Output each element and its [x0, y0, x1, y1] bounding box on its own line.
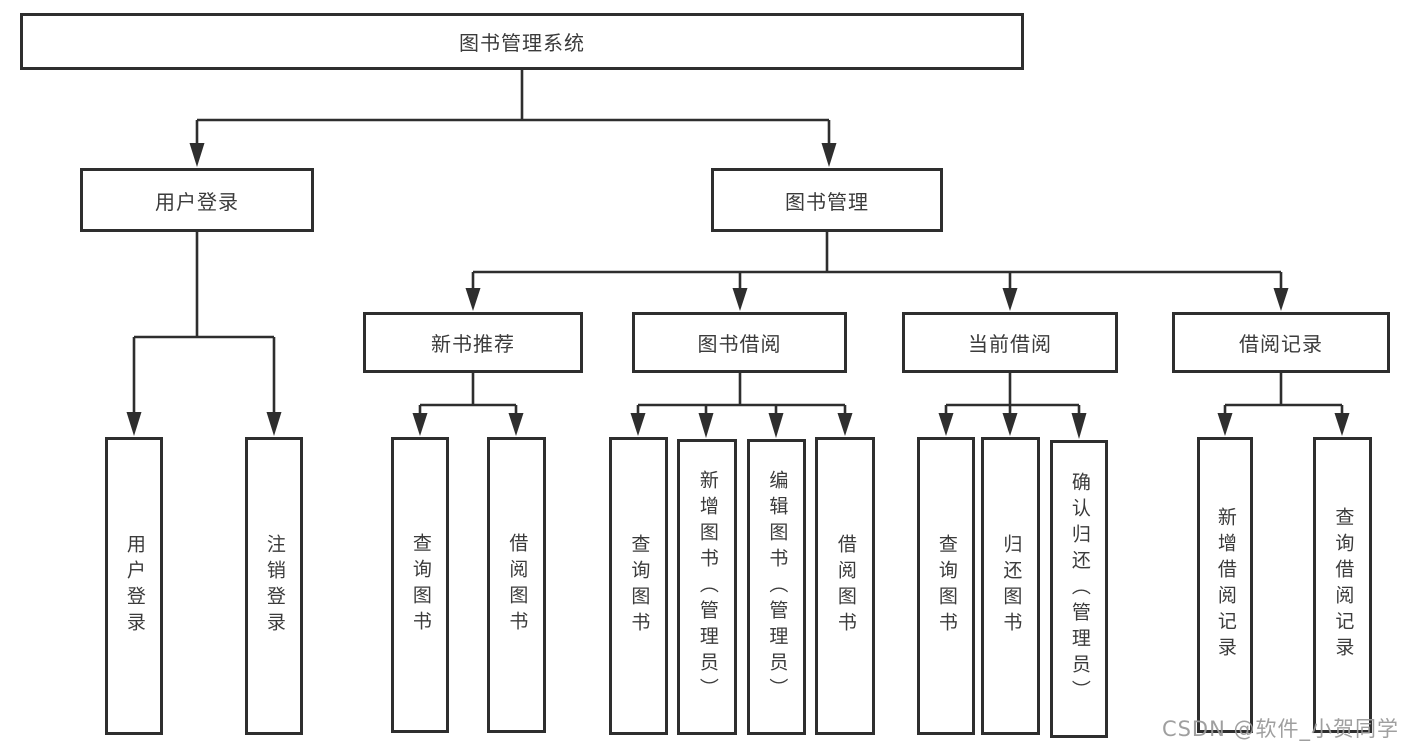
leaf-query-books-borrow: 查询图书	[609, 437, 668, 735]
leaf-borrow-books-recommend: 借阅图书	[487, 437, 546, 733]
leaf-user-login: 用户登录	[105, 437, 163, 735]
leaf-add-books-admin: 新增图书（管理员）	[677, 439, 737, 735]
leaf-confirm-return-admin: 确认归还（管理员）	[1050, 440, 1108, 738]
leaf-query-borrow-record: 查询借阅记录	[1313, 437, 1372, 733]
csdn-watermark: CSDN @软件_小贺同学	[1161, 717, 1399, 741]
node-user-login: 用户登录	[80, 168, 314, 232]
leaf-edit-books-admin: 编辑图书（管理员）	[747, 439, 806, 735]
leaf-query-books-current: 查询图书	[917, 437, 975, 735]
node-root-library-system: 图书管理系统	[20, 13, 1024, 70]
node-new-book-recommend: 新书推荐	[363, 312, 583, 373]
leaf-borrow-books: 借阅图书	[815, 437, 875, 735]
leaf-query-books-recommend: 查询图书	[391, 437, 449, 733]
node-borrow-record: 借阅记录	[1172, 312, 1390, 373]
leaf-logout: 注销登录	[245, 437, 303, 735]
leaf-add-borrow-record: 新增借阅记录	[1197, 437, 1253, 733]
leaf-return-books: 归还图书	[981, 437, 1040, 735]
node-book-borrow: 图书借阅	[632, 312, 847, 373]
node-current-borrow: 当前借阅	[902, 312, 1118, 373]
node-book-management: 图书管理	[711, 168, 943, 232]
